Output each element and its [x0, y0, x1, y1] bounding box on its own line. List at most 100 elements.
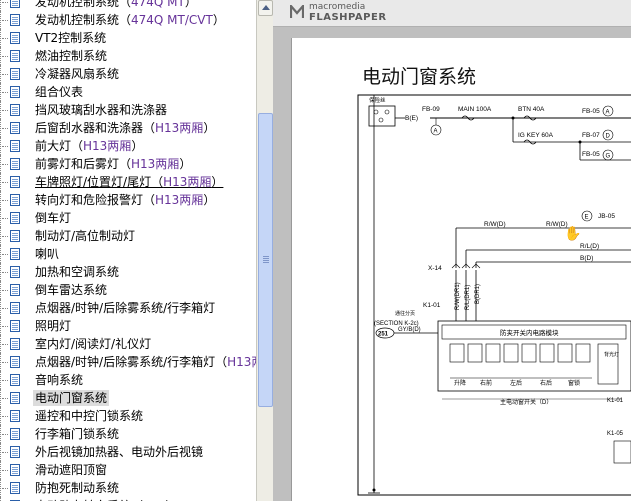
scroll-up-arrow-icon[interactable]: [258, 0, 273, 16]
tree-item[interactable]: VT2控制系统: [0, 29, 256, 47]
tree-item[interactable]: 发动机控制系统（474Q MT/CVT）: [0, 11, 256, 29]
tree-item-label: 前大灯（H13两厢）: [35, 139, 144, 153]
tree-item-label: 外后视镜加热器、电动外后视镜: [35, 445, 204, 459]
tree-item[interactable]: 防抱死制动系统: [0, 479, 256, 497]
tree-item[interactable]: 转向灯和危险报警灯（H13两厢）: [0, 191, 256, 209]
k105-label: K1-05: [607, 431, 624, 437]
tree-connector: [0, 119, 9, 137]
grip-icon: [263, 256, 269, 257]
tree-item-label: 倒车灯: [35, 211, 72, 225]
circle-d-label: D: [606, 134, 611, 140]
jb05-label: JB-05: [598, 213, 615, 220]
tree-item[interactable]: 燃油控制系统: [0, 47, 256, 65]
document-icon: [10, 14, 20, 26]
document-icon: [10, 176, 20, 188]
tree-item-label: 加热和空调系统: [35, 265, 120, 279]
tree-item[interactable]: 组合仪表: [0, 83, 256, 101]
tree-item[interactable]: 冷凝器风扇系统: [0, 65, 256, 83]
tree-connector: [0, 407, 9, 425]
document-icon: [10, 266, 20, 278]
main-switch-label: 主电动窗开关（D）: [500, 398, 552, 406]
tree-item-label: 制动灯/高位制动灯: [35, 229, 136, 243]
document-icon: [10, 230, 20, 242]
scrollbar-thumb[interactable]: [258, 113, 273, 407]
fb05b-label: FB-05: [582, 151, 600, 158]
rl-dr1-label: R/L(DR1): [465, 285, 471, 310]
document-icon: [10, 284, 20, 296]
bookmark-tree: 发动机控制系统（474Q MT）发动机控制系统（474Q MT/CVT）VT2控…: [0, 0, 256, 501]
main-fuse-label: MAIN 100A: [458, 106, 492, 113]
tree-scrollbar[interactable]: [256, 0, 273, 501]
rw-d-label-1: R/W(D): [484, 221, 506, 228]
tree-item-label: 照明灯: [35, 319, 72, 333]
k101b-label: K1-01: [607, 398, 624, 404]
module-label: 防夹开关内电路模块: [500, 328, 559, 337]
section-note: 通往分页: [395, 310, 415, 317]
tree-connector: [0, 497, 9, 501]
document-icon: [10, 140, 20, 152]
document-icon: [10, 32, 20, 44]
tree-item[interactable]: 外后视镜加热器、电动外后视镜: [0, 443, 256, 461]
tree-item[interactable]: 行李箱门锁系统: [0, 425, 256, 443]
circle-g-label: G: [606, 154, 611, 160]
k101-label: K1-01: [423, 302, 441, 309]
document-icon: [10, 392, 20, 404]
tree-connector: [0, 353, 9, 371]
ref-251-label: 251: [378, 332, 389, 338]
rl-d-label: R/L(D): [580, 243, 599, 250]
tree-item[interactable]: 点烟器/时钟/后除雾系统/行李箱灯: [0, 299, 256, 317]
tree-item-label: 点烟器/时钟/后除雾系统/行李箱灯: [35, 301, 216, 315]
fuse-box-label: 保险丝: [369, 96, 386, 104]
tree-item[interactable]: 照明灯: [0, 317, 256, 335]
hand-cursor-icon: ✋: [564, 226, 582, 242]
tree-connector: [0, 209, 9, 227]
tree-item[interactable]: 喇叭: [0, 245, 256, 263]
tree-item[interactable]: 挡风玻璃刮水器和洗涤器: [0, 101, 256, 119]
tree-item-label: 遥控和中控门锁系统: [35, 409, 144, 423]
tree-connector: [0, 371, 9, 389]
tree-item[interactable]: 车牌照灯/位置灯/尾灯（H13两厢）: [0, 173, 256, 191]
tree-item[interactable]: 倒车灯: [0, 209, 256, 227]
tree-connector: [0, 0, 9, 11]
tree-item[interactable]: 遥控和中控门锁系统: [0, 407, 256, 425]
document-icon: [10, 374, 20, 386]
tree-connector: [0, 245, 9, 263]
tree-item[interactable]: 倒车雷达系统: [0, 281, 256, 299]
tree-connector: [0, 389, 9, 407]
tree-connector: [0, 29, 9, 47]
flashpaper-brand: macromedia FLASHPAPER: [309, 3, 387, 24]
tree-item[interactable]: 前大灯（H13两厢）: [0, 137, 256, 155]
flashpaper-toolbar: macromedia FLASHPAPER: [273, 0, 631, 27]
tree-item[interactable]: 前雾灯和后雾灯（H13两厢）: [0, 155, 256, 173]
tree-item[interactable]: 发动机控制系统（474Q MT）: [0, 0, 256, 11]
tree-item[interactable]: 音响系统: [0, 371, 256, 389]
tree-item[interactable]: 加热和空调系统: [0, 263, 256, 281]
side-label: 背光灯: [604, 351, 619, 358]
tree-item-label: 滑动遮阳顶窗: [35, 463, 108, 477]
tree-item[interactable]: 点烟器/时钟/后除雾系统/行李箱灯（H13两: [0, 353, 256, 371]
document-icon: [10, 302, 20, 314]
tree-item-label: 后窗刮水器和洗涤器（H13两厢）: [35, 121, 216, 135]
tree-item[interactable]: 后窗刮水器和洗涤器（H13两厢）: [0, 119, 256, 137]
document-page[interactable]: 电动门窗系统 保险丝 B(E) FB-09 A MAIN 100A BTN 40…: [292, 38, 631, 501]
tree-connector: [0, 137, 9, 155]
flashpaper-viewer: macromedia FLASHPAPER 电动门窗系统 保险丝 B(E) FB…: [273, 0, 631, 501]
tree-item[interactable]: 制动灯/高位制动灯: [0, 227, 256, 245]
tree-item-label: 喇叭: [35, 247, 60, 261]
tree-connector: [0, 191, 9, 209]
tree-item-label: 点烟器/时钟/后除雾系统/行李箱灯（H13两: [35, 355, 256, 369]
ig-key-label: IG KEY 60A: [518, 132, 554, 139]
rw-d-label-2: R/W(D): [546, 221, 568, 228]
circle-a-label: A: [434, 129, 438, 135]
document-icon: [10, 338, 20, 350]
document-icon: [10, 104, 20, 116]
document-icon: [10, 410, 20, 422]
tree-item[interactable]: 滑动遮阳顶窗: [0, 461, 256, 479]
document-icon: [10, 464, 20, 476]
tree-item[interactable]: 电动门窗系统: [0, 389, 256, 407]
tree-item[interactable]: 室内灯/阅读灯/礼仪灯: [0, 335, 256, 353]
page-title: 电动门窗系统: [362, 66, 477, 88]
wiring-diagram: 保险丝 B(E) FB-09 A MAIN 100A BTN 40A FB-05…: [357, 94, 631, 496]
tree-item[interactable]: 电动助力转向系统（EPS）: [0, 497, 256, 501]
gy-bd-label: GY/B(D): [398, 327, 421, 333]
